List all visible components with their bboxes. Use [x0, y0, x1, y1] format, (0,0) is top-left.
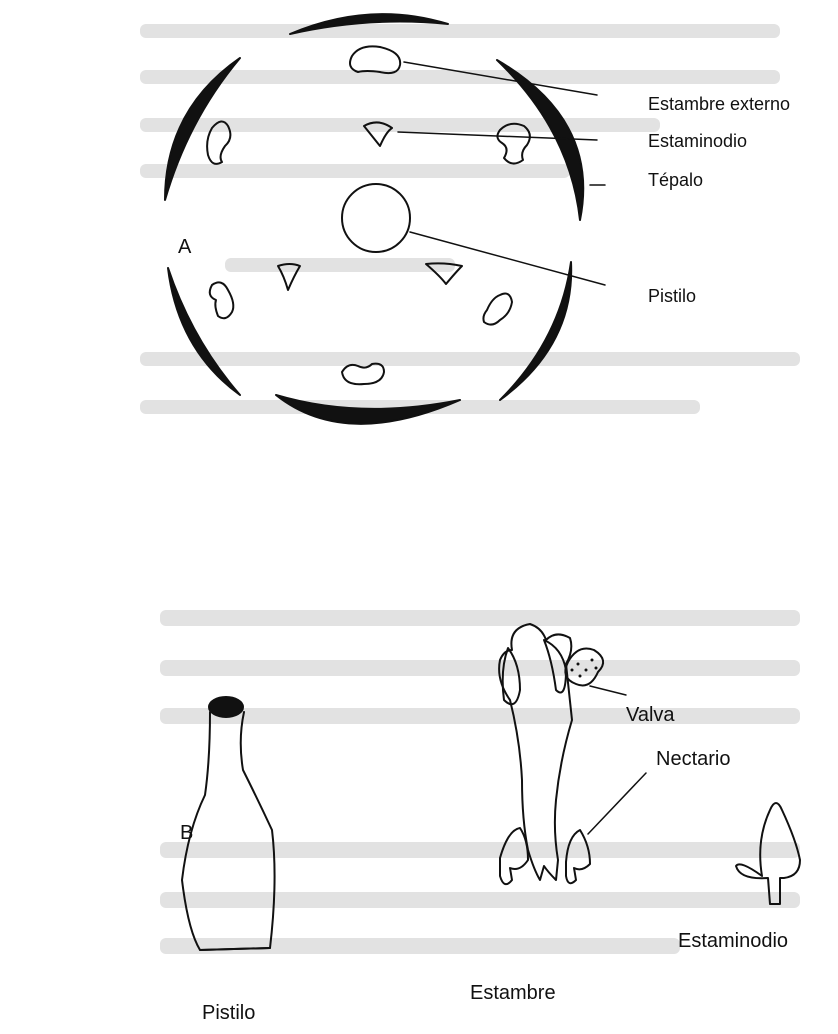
stamen-drawing	[499, 624, 646, 884]
stigma	[209, 697, 243, 717]
label-outer-stamen: Estambre externo	[648, 94, 790, 115]
staminode-right	[426, 263, 462, 284]
anther-right	[544, 640, 566, 693]
tepal-upper-right	[497, 60, 583, 220]
stamen-outline	[499, 624, 572, 880]
anther-left	[503, 648, 520, 704]
nectary-right	[566, 830, 590, 883]
label-nectary: Nectario	[656, 748, 730, 771]
leader-outer-stamen	[404, 62, 597, 95]
staminode-top	[364, 122, 392, 146]
panel-label-a: A	[178, 236, 191, 259]
floral-diagram-a	[165, 14, 605, 424]
label-tepal: Tépalo	[648, 170, 703, 191]
pistil-outline	[182, 712, 275, 950]
outer-stamen-right	[497, 124, 529, 164]
staminode-drawing	[736, 803, 800, 904]
leader-valve	[590, 686, 626, 695]
outer-stamen-lower-left	[210, 282, 234, 318]
label-valve: Valva	[626, 704, 675, 727]
outer-stamen-bottom	[342, 364, 384, 385]
pistil-circle	[342, 184, 410, 252]
label-staminode-b: Estaminodio	[678, 930, 788, 953]
label-staminode-a: Estaminodio	[648, 131, 747, 152]
tepal-lower-left	[168, 268, 240, 395]
valve-dots	[571, 659, 598, 678]
tepal-top	[290, 14, 448, 34]
outer-stamen-left	[207, 121, 230, 163]
tepal-lower-right	[500, 262, 571, 400]
staminode-outline	[736, 803, 800, 904]
label-stamen: Estambre	[470, 982, 556, 1005]
pistil-base	[200, 948, 270, 950]
panel-label-b: B	[180, 822, 193, 845]
label-pistil-a: Pistilo	[648, 286, 696, 307]
tepal-bottom	[276, 395, 460, 424]
outer-stamen-top	[350, 46, 400, 73]
leader-nectary	[588, 773, 646, 834]
nectary-left	[500, 828, 528, 884]
outer-stamen-lower-right	[483, 294, 512, 325]
label-pistil-b: Pistilo	[202, 1002, 255, 1025]
staminode-left	[278, 264, 300, 290]
pistil-drawing	[182, 697, 275, 950]
